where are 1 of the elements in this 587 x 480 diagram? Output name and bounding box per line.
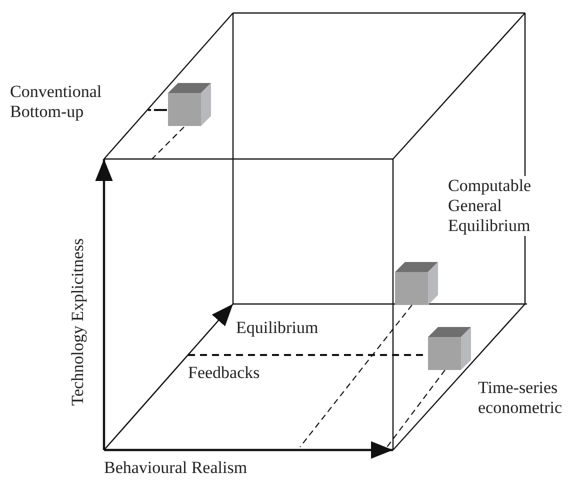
axis-label: Technology Explicitness: [68, 238, 88, 406]
